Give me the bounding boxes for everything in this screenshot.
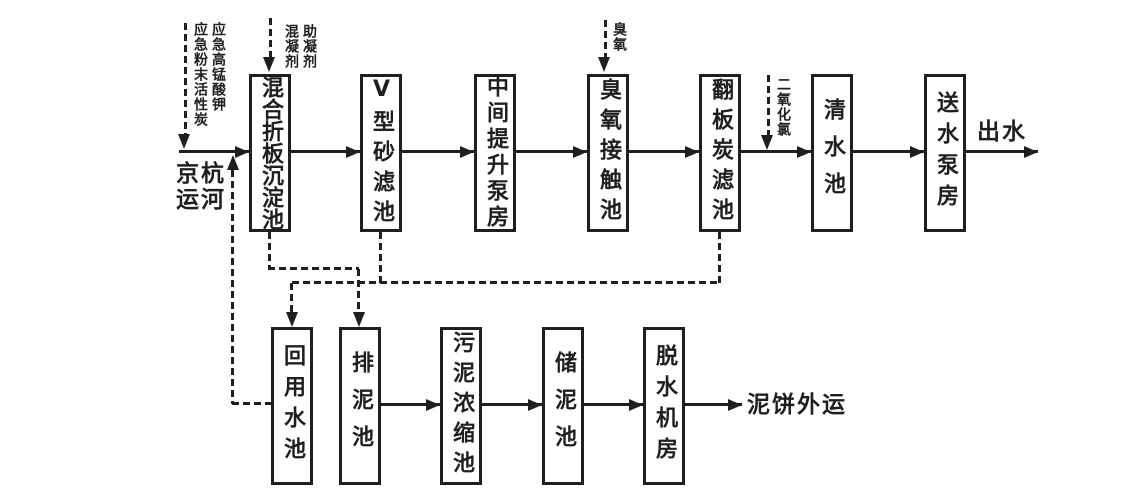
dashed-line-backwash-collector-h: [292, 281, 720, 284]
process-box-label: 送水泵房: [933, 91, 958, 215]
flow-arrow-outlet: [966, 145, 1038, 158]
flow-arrow-2: [402, 145, 474, 158]
flow-arrow-6: [853, 145, 924, 158]
dashed-line-chlorine-dioxide-dosing: [767, 75, 770, 135]
arrowhead-chlorine-dioxide-dosing: [761, 135, 773, 150]
arrowhead-coagulant-dosing: [263, 57, 275, 72]
process-box-label: 混合折板沉淀池: [258, 76, 283, 230]
ozone-label: 臭氧: [611, 22, 627, 52]
process-box-sludge-thickening-tank: 污泥浓缩池: [440, 327, 482, 485]
arrowhead-to-reuse-water-tank: [286, 312, 298, 327]
flow-arrow-1: [291, 145, 360, 158]
process-box-mixing-baffled-sedimentation: 混合折板沉淀池: [249, 74, 291, 232]
process-box-label: 污泥浓缩池: [449, 331, 474, 481]
coagulant-label: 混凝剂: [283, 24, 299, 69]
process-box-sludge-storage-tank: 储泥池: [542, 327, 584, 485]
process-box-reuse-water-tank: 回用水池: [271, 327, 313, 485]
source-label: 京杭运河: [176, 161, 226, 213]
sludge-flow-arrow-3: [584, 398, 643, 411]
process-box-label: V型砂滤池: [369, 76, 394, 230]
dashed-line-backwash-collector-v: [290, 283, 293, 313]
emergency-pac-label: 应急粉末活性炭: [192, 22, 208, 127]
process-box-label: 脱水机房: [652, 344, 677, 468]
dashed-line-return-v: [231, 170, 234, 404]
sludge-outflow-label: 泥饼外运: [747, 392, 847, 418]
dashed-line-emergency-dosing: [184, 23, 187, 134]
process-box-water-supply-pump-house: 送水泵房: [924, 74, 966, 232]
sludge-flow-arrow-outlet: [685, 398, 742, 411]
flow-arrow-4: [629, 145, 699, 158]
dashed-line-sand-filter-drain: [379, 232, 382, 283]
process-box-label: 清水池: [820, 97, 845, 209]
arrowhead-ozone-dosing: [598, 57, 610, 72]
process-box-label: 翻板炭滤池: [708, 78, 733, 228]
process-box-ozone-contact-tank: 臭氧接触池: [587, 74, 629, 232]
coagulant-aid-label: 助凝剂: [301, 24, 317, 69]
process-box-clear-water-tank: 清水池: [811, 74, 853, 232]
process-box-label: 中间提升泵房: [483, 75, 508, 231]
process-box-flip-plate-carbon-filter: 翻板炭滤池: [699, 74, 741, 232]
process-box-label: 回用水池: [280, 344, 305, 468]
process-box-label: 臭氧接触池: [596, 78, 621, 228]
arrowhead-emergency-dosing: [178, 134, 190, 149]
dashed-line-carbon-filter-drain: [718, 232, 721, 283]
arrowhead-to-sludge-discharge-tank: [353, 312, 365, 327]
process-box-intermediate-lift-pump-house: 中间提升泵房: [474, 74, 516, 232]
process-box-v-type-sand-filter: V型砂滤池: [360, 74, 402, 232]
arrowhead-return-to-inlet: [227, 155, 239, 170]
flow-arrow-5: [741, 145, 811, 158]
dashed-line-sedimentation-drain-h: [268, 267, 359, 270]
dashed-line-sedimentation-drain-v1: [268, 232, 271, 269]
sludge-flow-arrow-2: [482, 398, 542, 411]
process-box-sludge-discharge-tank: 排泥池: [339, 327, 381, 485]
outflow-label: 出水: [977, 119, 1027, 145]
dashed-line-sedimentation-drain-v2: [357, 269, 360, 313]
process-box-label: 储泥池: [551, 350, 576, 462]
dashed-line-coagulant-dosing: [269, 18, 272, 57]
flow-arrow-3: [516, 145, 587, 158]
sludge-flow-arrow-1: [381, 398, 440, 411]
chlorine-dioxide-label: 二氧化氯: [775, 77, 791, 137]
emergency-kmno4-label: 应急高锰酸钾: [210, 22, 226, 112]
process-box-label: 排泥池: [348, 350, 373, 462]
dashed-line-return-h: [232, 402, 272, 405]
flow-arrow-inlet: [179, 145, 249, 158]
process-box-dewatering-machine-room: 脱水机房: [643, 327, 685, 485]
dashed-line-ozone-dosing: [604, 20, 607, 57]
